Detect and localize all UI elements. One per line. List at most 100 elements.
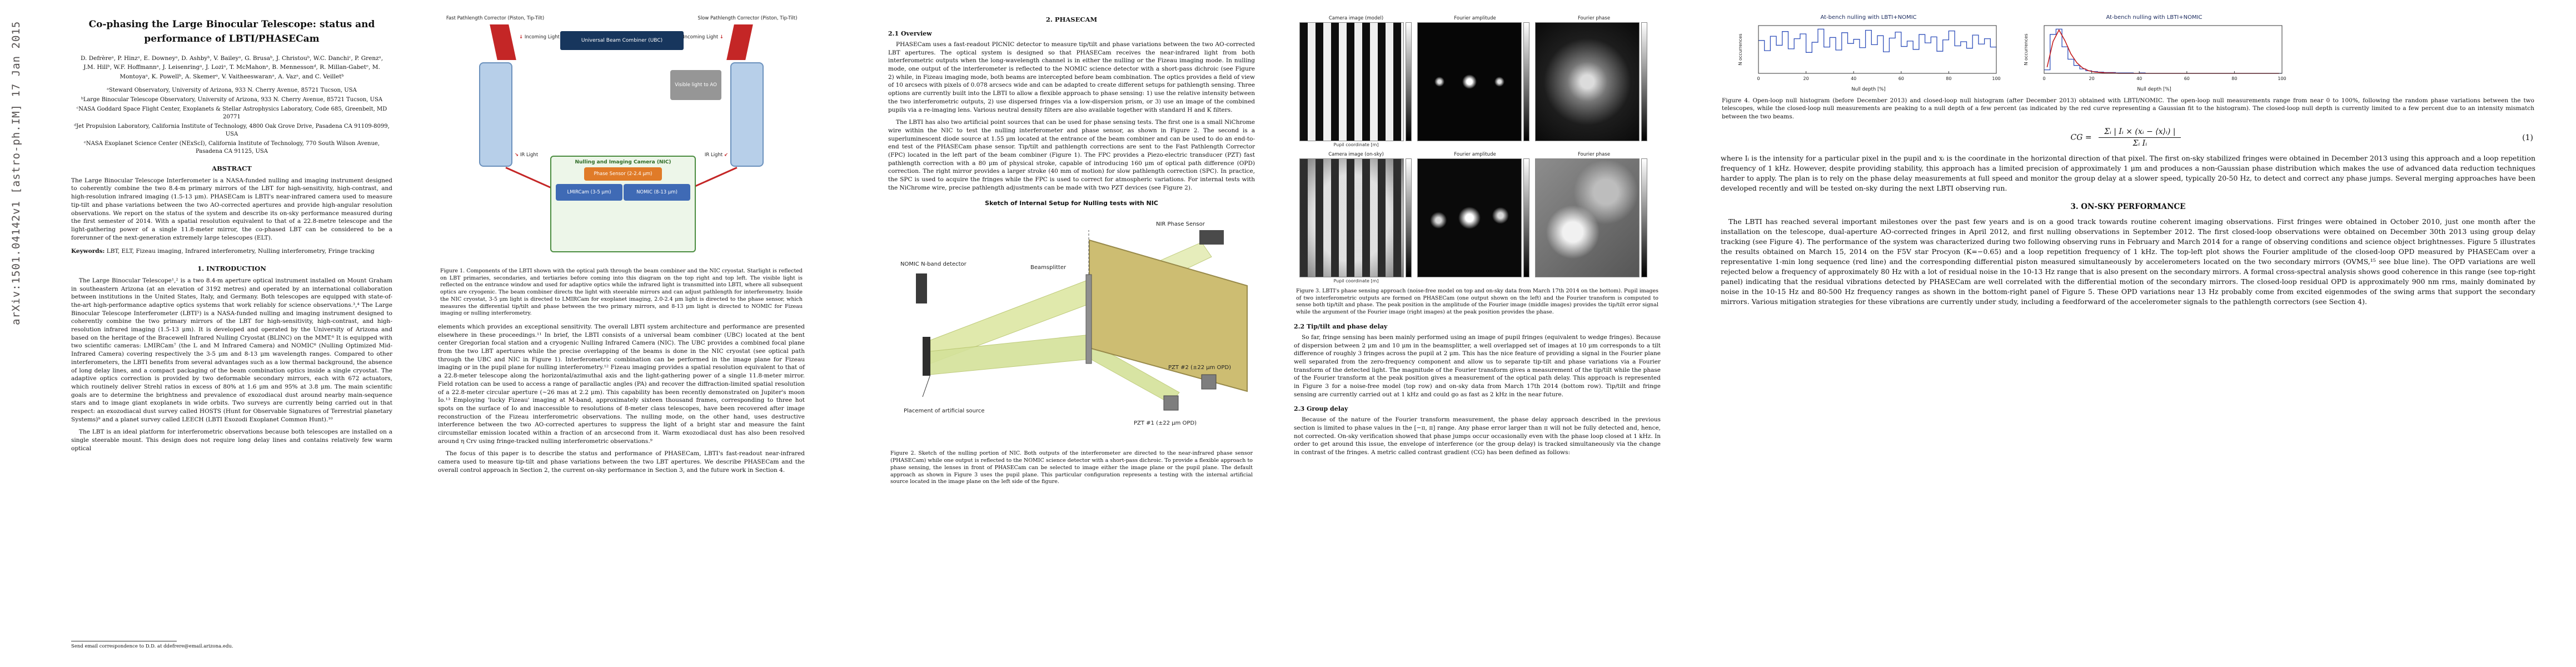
fig1-ir-light-right: IR Light ↙ [705,152,728,158]
figure1-lbti-diagram: Fast Pathlength Corrector (Piston, Tip-T… [440,16,803,265]
affiliation-1: ᵃSteward Observatory, University of Ariz… [107,87,357,93]
fig1-ir-left-text: IR Light [520,152,539,158]
svg-text:60: 60 [2184,76,2190,81]
fig1-beam-combiner-box: Universal Beam Combiner (UBC) [560,31,684,50]
svg-text:80: 80 [2231,76,2237,81]
equation-explanation-paragraph: where Iᵢ is the intensity for a particul… [1721,154,2535,193]
svg-text:20: 20 [1803,76,1809,81]
footnote-block: Send email correspondence to D.D. at dde… [71,641,392,649]
fig3-row1-labels: Camera image (model) Fourier amplitude F… [1299,16,1655,21]
figure2-title: Sketch of Internal Setup for Nulling tes… [985,200,1158,207]
figure4-plots: At-bench nulling with LBTI+NOMIC 0 20 40 60… [1735,14,2535,92]
fig3-axis-row: Pupil coordinate [m] [1299,142,1655,147]
fig2-nomic-label: NOMIC N-band detector [900,261,967,267]
fig3-axis-label: Pupil coordinate [m] [1333,142,1379,147]
equation-fraction: Σᵢ | Iᵢ × (xᵢ − ⟨x⟩ᵢ) | Σᵢ Iᵢ [2099,127,2181,148]
affiliation-3: ᶜNASA Goddard Space Flight Center, Exopl… [76,106,387,120]
fig3-colorbar [1641,22,1647,141]
fig2-artificial-source-rect [923,337,930,376]
page1-right-column: Fast Pathlength Corrector (Piston, Tip-T… [438,16,805,479]
phasecam-heading: 2. PHASECAM [1045,16,1098,23]
abstract-heading: ABSTRACT [212,164,252,172]
fig3-model-amp-cell [1417,22,1529,141]
keywords-list: LBT, ELT, Fizeau imaging, Infrared inter… [106,248,375,255]
overview-heading: 2.1 Overview [888,30,932,37]
fig3-onsky-phase-cell [1535,158,1647,277]
fig3-onsky-pupil-cell [1299,158,1412,277]
fig3-onsky-pupil-image [1299,158,1404,277]
tiptilt-heading: 2.2 Tip/tilt and phase delay [1294,322,1388,330]
fig1-incoming-right-text: Incoming Light [683,34,719,40]
figure2-nulling-sketch: Sketch of Internal Setup for Nulling tes… [890,200,1253,447]
fig2-nomic-detector-rect [916,273,927,304]
fig1-fast-corrector-label: Fast Pathlength Corrector (Piston, Tip-T… [446,16,545,21]
groupdelay-paragraph: Because of the nature of the Fourier tra… [1294,416,1661,456]
fig1-incoming-light-left: ↓ Incoming Light [519,34,560,40]
fig3-model-fourier-phase [1535,22,1640,141]
equation-denominator: Σᵢ Iᵢ [2132,139,2148,148]
introduction-paragraph-4: The focus of this paper is to describe t… [438,450,805,474]
fig3-colorbar [1523,158,1529,277]
fig2-phase-sensor-label: NIR Phase Sensor [1156,221,1205,227]
fig2-pzt1-label: PZT #1 (±22 μm OPD) [1134,420,1197,426]
down-arrow-icon: ↓ [719,34,724,40]
keywords-line: Keywords: LBT, ELT, Fizeau imaging, Infr… [71,247,392,256]
fig2-pzt1-rect [1163,395,1179,411]
affiliation-5: ᵉNASA Exoplanet Science Center (NExScI),… [84,140,380,155]
fig1-right-beam [726,24,753,60]
fig3-amp-label: Fourier amplitude [1454,16,1496,21]
svg-text:N occurrences: N occurrences [2024,33,2029,65]
page1-left-column: Co-phasing the Large Binocular Telescope… [71,16,392,649]
equation-number: (1) [2522,133,2533,142]
fig2-beamsplitter-label: Beamsplitter [1030,265,1067,271]
plot1-title: At-bench nulling with LBTI+NOMIC [1820,14,1917,21]
svg-text:60: 60 [1899,76,1904,81]
fig1-phase-sensor-box: Phase Sensor (2-2.4 μm) [584,167,662,181]
fig1-nic-box: Nulling and Imaging Camera (NIC) Phase S… [550,156,696,252]
author-list: D. Defrèreᵃ, P. Hinzᵃ, E. Downeyᵃ, D. As… [80,55,383,80]
figure4-caption: Figure 4. Open-loop null histogram (befo… [1722,97,2534,120]
page2-right-column: Camera image (model) Fourier amplitude F… [1294,16,1661,461]
fig1-ao-box: Visible light to AO [670,70,721,100]
down-arrow-icon: ↓ [519,34,524,40]
fig1-entrance-window-left [479,62,512,167]
plot2-xlabel: Null depth [%] [2137,87,2171,92]
fig3-phase-label: Fourier phase [1577,16,1611,21]
fig3-camera-onsky-label: Camera image (on-sky) [1328,152,1384,157]
fig1-ir-light-left: ↘ IR Light [515,152,538,158]
figure2-sketch-svg: NIR Phase Sensor NOMIC N-band detector P… [900,221,1248,426]
page2-left-column: 2. PHASECAM 2.1 Overview PHASECam uses a… [888,16,1255,491]
correspondence-footnote: Send email correspondence to D.D. at dde… [71,644,233,649]
figure2-caption: Figure 2. Sketch of the nulling portion … [890,450,1253,485]
svg-text:100: 100 [1992,76,2000,81]
fig3-colorbar [1641,158,1647,277]
fig1-entrance-window-right [730,62,764,167]
fig3-model-pupil-image [1299,22,1404,141]
equation-numerator: Σᵢ | Iᵢ × (xᵢ − ⟨x⟩ᵢ) | [2099,127,2181,138]
abstract-text: The Large Binocular Telescope Interferom… [71,177,392,241]
fig1-nic-title: Nulling and Imaging Camera (NIC) [575,160,671,165]
figure3-caption: Figure 3. LBTI's phase sensing approach … [1296,288,1658,316]
svg-text:100: 100 [2278,76,2286,81]
fig2-phase-sensor-rect [1199,230,1224,245]
fig1-incoming-light-right: Incoming Light ↓ [683,34,724,40]
fig2-pzt2-label: PZT #2 (±22 μm OPD) [1168,365,1231,371]
fig2-pointer-line [922,375,931,397]
affiliation-4: ᵈJet Propulsion Laboratory, California I… [74,123,390,137]
svg-text:N occurrences: N occurrences [1738,33,1743,65]
onsky-heading: 3. ON-SKY PERFORMANCE [2070,202,2186,212]
svg-text:20: 20 [2089,76,2095,81]
down-arrow-icon: ↘ [515,152,519,158]
fig1-lmircam-box: LMIRCam (3-5 μm) [556,184,622,201]
fig3-onsky-row [1299,158,1655,277]
svg-text:0: 0 [1757,76,1760,81]
introduction-heading: 1. INTRODUCTION [197,264,266,272]
overview-paragraph-2: The LBTI has also two artificial point s… [888,119,1255,191]
svg-text:40: 40 [1851,76,1856,81]
fig1-nomic-box: NOMIC (8-13 μm) [624,184,690,201]
fig3-axis-row: Pupil coordinate [m] [1299,278,1655,283]
down-arrow-icon: ↙ [724,152,728,158]
